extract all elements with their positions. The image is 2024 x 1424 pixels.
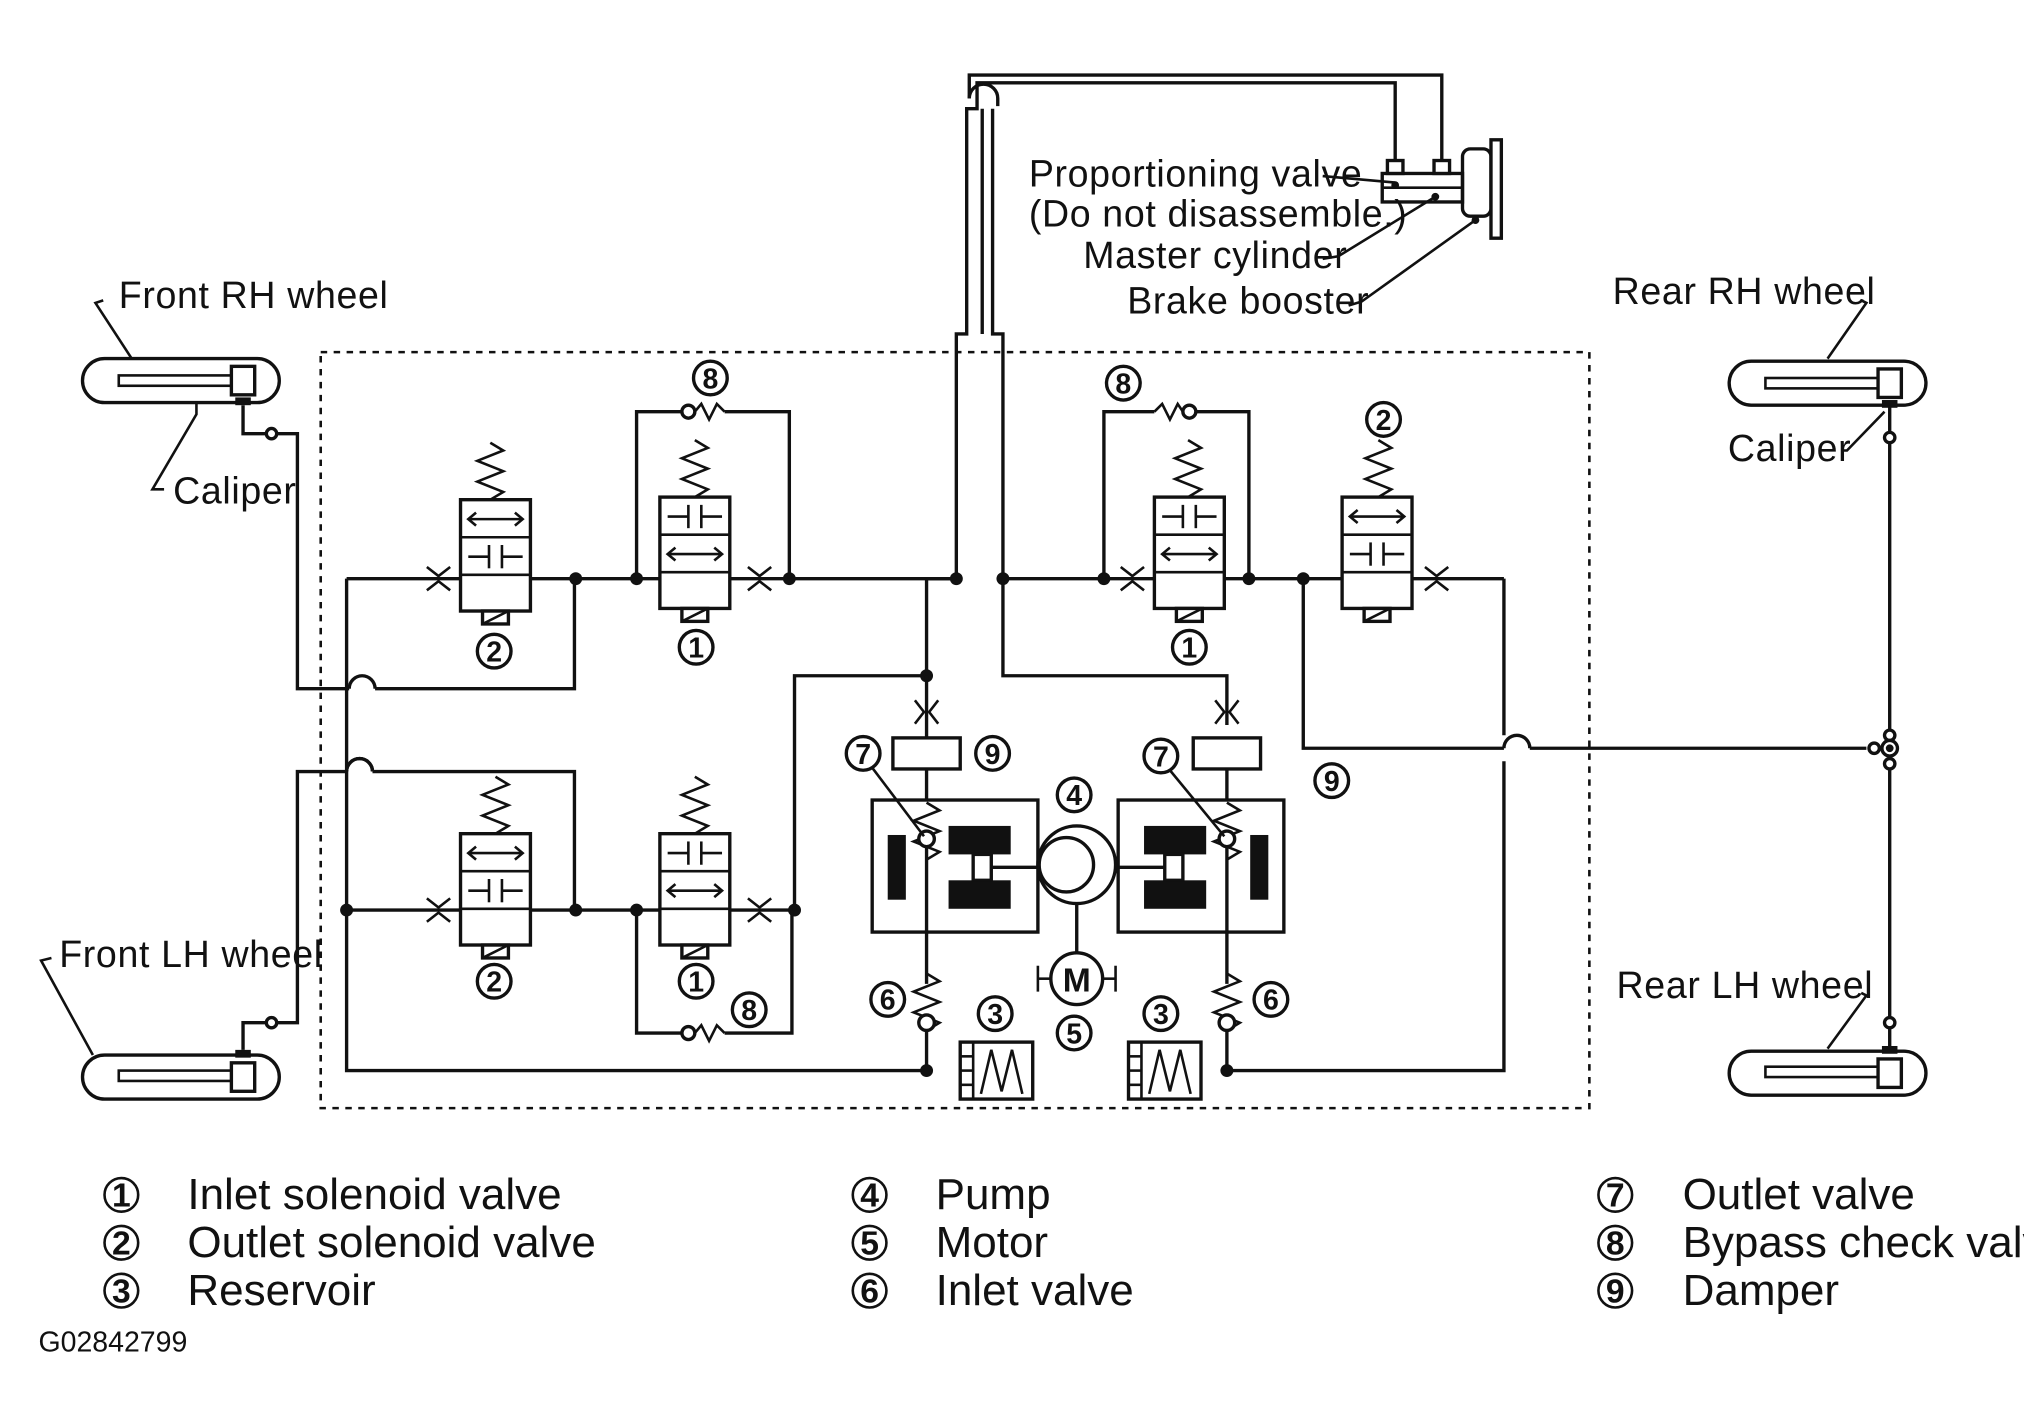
svg-text:8: 8 <box>1115 369 1131 401</box>
svg-text:2: 2 <box>1376 405 1392 437</box>
figure-id: G02842799 <box>39 1327 188 1359</box>
do-not-disassemble-note: (Do not disassemble.) <box>1029 193 1408 235</box>
svg-text:7: 7 <box>1153 741 1169 773</box>
svg-text:1: 1 <box>688 967 704 999</box>
svg-text:7: 7 <box>1606 1178 1625 1215</box>
svg-text:5: 5 <box>860 1225 879 1262</box>
svg-text:Outlet valve: Outlet valve <box>1683 1170 1915 1219</box>
svg-text:Pump: Pump <box>936 1170 1051 1219</box>
svg-text:8: 8 <box>1606 1225 1625 1262</box>
rear-lh-wheel-label: Rear LH wheel <box>1617 964 1874 1006</box>
motor-label: M <box>1063 963 1091 1000</box>
svg-text:5: 5 <box>1066 1018 1082 1050</box>
svg-text:Reservoir: Reservoir <box>187 1266 375 1315</box>
legend-item: 7 Outlet valve <box>1597 1170 1915 1219</box>
front-lh-wheel <box>80 1049 281 1101</box>
svg-text:6: 6 <box>1263 985 1279 1017</box>
svg-text:3: 3 <box>987 999 1003 1031</box>
brake-booster-label: Brake booster <box>1127 279 1369 321</box>
legend-item: 8 Bypass check valve <box>1597 1218 2024 1267</box>
front-lh-wheel-label: Front LH wheel <box>59 933 323 975</box>
callouts: 2 1 8 8 2 1 2 1 8 7 9 4 7 9 6 3 5 3 6 <box>475 359 1403 1052</box>
svg-text:9: 9 <box>1606 1273 1625 1310</box>
rear-rh-wheel-label: Rear RH wheel <box>1613 270 1876 312</box>
svg-text:Inlet solenoid valve: Inlet solenoid valve <box>187 1170 561 1219</box>
svg-text:2: 2 <box>486 967 502 999</box>
svg-text:1: 1 <box>1181 633 1197 665</box>
svg-text:Motor: Motor <box>936 1218 1048 1267</box>
svg-text:6: 6 <box>880 985 896 1017</box>
svg-text:1: 1 <box>112 1178 131 1215</box>
svg-text:6: 6 <box>860 1273 879 1310</box>
rear-rh-wheel <box>1727 359 1928 408</box>
legend-item: 9 Damper <box>1597 1266 1840 1315</box>
legend-item: 4 Pump <box>851 1170 1051 1219</box>
front-rh-wheel-label: Front RH wheel <box>119 274 389 316</box>
legend-item: 3 Reservoir <box>103 1266 376 1315</box>
legend: 1 Inlet solenoid valve 2 Outlet solenoid… <box>103 1170 2024 1315</box>
proportioning-valve-label: Proportioning valve <box>1029 152 1363 194</box>
svg-text:Bypass check valve: Bypass check valve <box>1683 1218 2024 1267</box>
svg-text:Inlet valve: Inlet valve <box>936 1266 1134 1315</box>
svg-text:9: 9 <box>985 739 1001 771</box>
svg-text:7: 7 <box>855 739 871 771</box>
svg-text:3: 3 <box>112 1273 131 1310</box>
svg-text:2: 2 <box>112 1225 131 1262</box>
svg-text:3: 3 <box>1153 999 1169 1031</box>
svg-text:4: 4 <box>1066 780 1082 812</box>
legend-item: 6 Inlet valve <box>851 1266 1134 1315</box>
front-rh-wheel <box>80 356 281 406</box>
front-caliper-label: Caliper <box>173 470 296 512</box>
hydraulic-unit-boundary <box>319 350 1591 1110</box>
rear-caliper-label: Caliper <box>1728 427 1851 469</box>
svg-text:Outlet solenoid valve: Outlet solenoid valve <box>187 1218 595 1267</box>
svg-text:9: 9 <box>1324 766 1340 798</box>
svg-text:1: 1 <box>688 633 704 665</box>
svg-text:8: 8 <box>702 363 718 395</box>
svg-text:4: 4 <box>860 1178 879 1215</box>
svg-text:8: 8 <box>741 995 757 1027</box>
svg-text:Damper: Damper <box>1683 1266 1840 1315</box>
master-cylinder-label: Master cylinder <box>1083 234 1347 276</box>
legend-item: 1 Inlet solenoid valve <box>103 1170 562 1219</box>
svg-text:2: 2 <box>486 637 502 669</box>
rear-lh-wheel <box>1727 1045 1928 1097</box>
legend-item: 5 Motor <box>851 1218 1048 1267</box>
legend-item: 2 Outlet solenoid valve <box>103 1218 596 1267</box>
